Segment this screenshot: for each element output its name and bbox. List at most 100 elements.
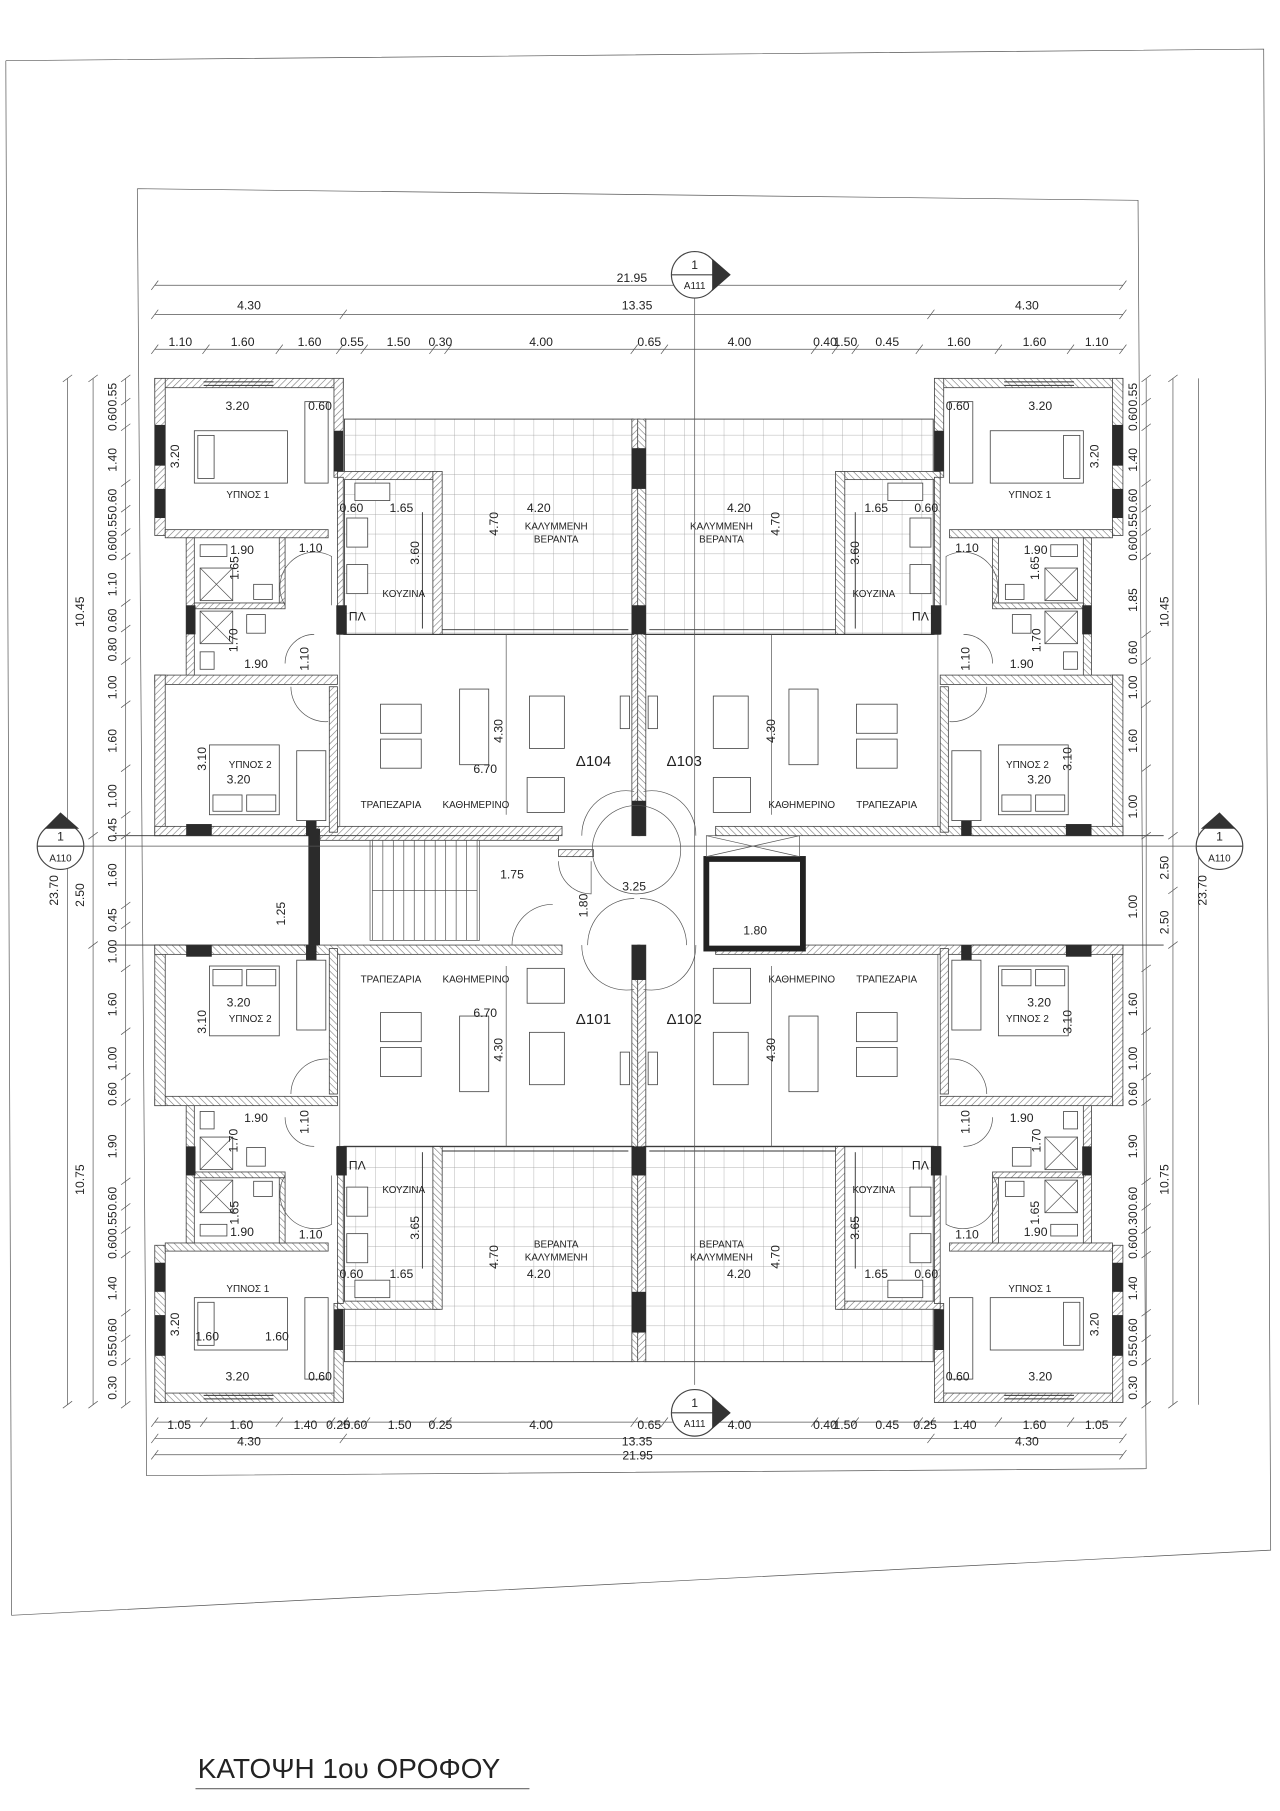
- dimension-line: [120, 1357, 131, 1366]
- dimension-label: 0.55: [1126, 383, 1140, 407]
- dimension-label: 1.05: [1085, 1418, 1109, 1432]
- apartment-d102-plan: [635, 944, 1124, 1403]
- dimension-label: 1.60: [1023, 1418, 1047, 1432]
- dimension-label: 0.55: [105, 513, 119, 537]
- dimension-line: [120, 552, 131, 561]
- elevator-dimension: 1.80: [743, 924, 767, 938]
- section-marker-left[interactable]: 1 A110: [36, 812, 1199, 871]
- section-marker-bottom[interactable]: 1 A111: [670, 1388, 731, 1437]
- section-marker-right[interactable]: 1 A110: [1195, 812, 1244, 871]
- room-label-dims-12: 4.70: [487, 1245, 501, 1269]
- room-label-dims-13: 4.20: [527, 501, 551, 515]
- dimension-label: 0.60: [1126, 407, 1140, 431]
- dimension-line: [1141, 504, 1152, 513]
- dimension-line: [1141, 374, 1152, 383]
- dimension-line: [831, 344, 840, 355]
- room-label-dims-11: 1.10: [958, 647, 972, 671]
- dimension-label: 1.85: [1126, 588, 1140, 612]
- room-label-veranda1: ΚΑΛΥΜΜΕΝΗ: [690, 522, 753, 533]
- dimension-label: 13.35: [622, 1434, 653, 1448]
- section-number: 1: [691, 258, 698, 272]
- room-label-dims-9: 1.70: [1029, 1128, 1043, 1152]
- dimension-line: [1141, 630, 1152, 639]
- dimension-line: [120, 831, 131, 840]
- room-label-dims-15: 3.20: [227, 996, 251, 1010]
- room-label-dims-12: 4.70: [769, 1245, 783, 1269]
- dimension-label: 1.50: [833, 335, 857, 349]
- dimension-label: 4.30: [237, 1434, 261, 1448]
- room-label-kitchen: ΚΟΥΖΙΝΑ: [382, 589, 425, 600]
- dimension-line: [120, 479, 131, 487]
- room-label-dims-2: 3.20: [168, 444, 182, 468]
- overall-dimension: 21.95: [622, 1448, 653, 1462]
- dimension-label: 0.55: [340, 335, 364, 349]
- dimension-line: [915, 344, 924, 355]
- room-label-dims-1: 0.60: [946, 1369, 970, 1383]
- room-label-dims-15: 3.20: [1027, 996, 1051, 1010]
- section-sheet: A111: [684, 281, 706, 292]
- dimension-line: [150, 1449, 159, 1460]
- dimension-line: [150, 1417, 159, 1428]
- room-label-dims-0: 3.20: [1028, 1369, 1052, 1383]
- paper-border: [5, 48, 1272, 1616]
- corridor-dimension: 1.25: [274, 902, 288, 926]
- dimension-line: [831, 1417, 840, 1428]
- dimension-line: [88, 374, 98, 383]
- room-label-dims-13: 4.20: [727, 501, 751, 515]
- room-label-veranda1: ΚΑΛΥΜΜΕΝΗ: [525, 1252, 588, 1263]
- dimension-label: 4.00: [728, 335, 752, 349]
- dimension-line: [120, 1250, 131, 1259]
- room-label-dims-6: 1.10: [299, 541, 323, 555]
- dimension-label: 1.00: [1126, 795, 1140, 819]
- room-label-bedroom2: ΥΠΝΟΣ 2: [229, 1014, 272, 1025]
- dimension-label: 4.30: [237, 299, 261, 313]
- dimension-line: [150, 309, 159, 320]
- dimension-label: 4.30: [1015, 299, 1039, 313]
- dimension-line: [810, 344, 819, 355]
- dimension-line: [1168, 1400, 1178, 1409]
- dimension-line: [915, 1417, 924, 1428]
- room-label-veranda2: ΒΕΡΑΝΤΑ: [534, 1240, 579, 1251]
- dimension-label: 4.00: [728, 1418, 752, 1432]
- dimension-line: [150, 280, 159, 291]
- dimension-line: [851, 344, 860, 355]
- dimension-line: [994, 1417, 1003, 1428]
- dimension-label: 0.25: [429, 1418, 453, 1432]
- overall-dimension: 23.70: [47, 875, 61, 906]
- dimension-line: [1141, 1027, 1152, 1035]
- room-label-dims-7: 1.65: [228, 556, 242, 580]
- dimension-line: [1168, 941, 1178, 949]
- dimension-line: [1119, 309, 1127, 320]
- room-label-dims-8: 3.65: [848, 1216, 862, 1240]
- dimension-line: [1141, 1098, 1152, 1106]
- dimension-line: [660, 1417, 669, 1428]
- dimension-line: [1141, 1203, 1152, 1211]
- dimension-line: [120, 1027, 131, 1035]
- room-label-dims-14: 3.10: [1061, 1010, 1075, 1034]
- section-marker-top[interactable]: 1 A111: [670, 250, 731, 1385]
- dimension-label: 1.60: [298, 335, 322, 349]
- dimension-line: [994, 344, 1003, 355]
- dimension-label: 0.60: [1126, 1235, 1140, 1259]
- room-label-dims-6: 1.10: [955, 1227, 979, 1241]
- room-label-dims-7: 1.65: [1028, 556, 1042, 580]
- dimension-line: [1168, 886, 1178, 895]
- dimension-line: [120, 657, 131, 665]
- room-label-dims-11: 1.10: [958, 1110, 972, 1134]
- room-label-dims-15: 3.20: [1027, 772, 1051, 786]
- room-label-pantry: ΠΛ: [349, 609, 367, 623]
- dimension-label: 2.50: [1157, 910, 1171, 934]
- section-number: 1: [1216, 829, 1223, 843]
- dimension-line: [120, 964, 131, 973]
- room-label-dims-9: 1.70: [1029, 628, 1043, 652]
- room-label-dims-1: 0.60: [308, 1369, 332, 1383]
- room-label-extra: 1.60: [265, 1330, 289, 1344]
- site-boundary: [136, 188, 1147, 1477]
- dimension-line: [275, 344, 284, 355]
- dimension-line: [1141, 1309, 1152, 1317]
- dimension-line: [150, 1433, 159, 1444]
- dimension-line: [1141, 552, 1152, 561]
- dimension-label: 1.10: [105, 572, 119, 596]
- dimension-line: [1168, 831, 1178, 840]
- dimension-line: [120, 423, 131, 432]
